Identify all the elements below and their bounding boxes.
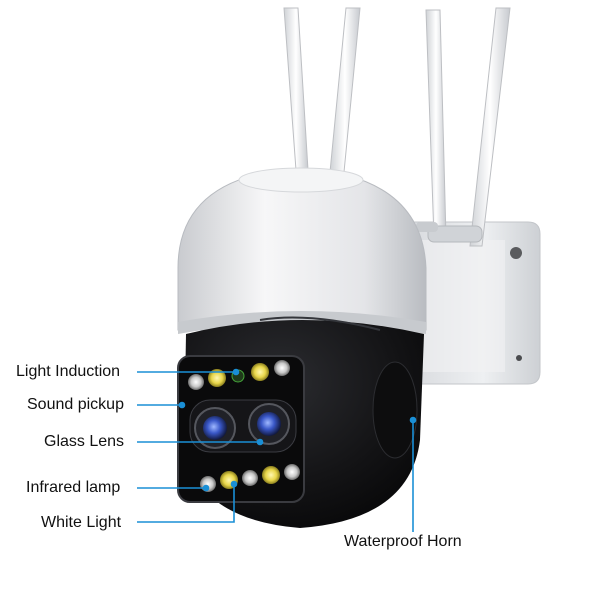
led-yellow — [251, 363, 269, 381]
lens-glass — [203, 416, 227, 440]
led-white — [274, 360, 290, 376]
led-white — [242, 470, 258, 486]
camera-dome — [177, 167, 427, 334]
callout-waterproof-horn: Waterproof Horn — [344, 533, 462, 550]
led-yellow — [262, 466, 280, 484]
wall-bracket — [397, 221, 541, 385]
led-white — [284, 464, 300, 480]
callout-sound-pickup: Sound pickup — [27, 396, 124, 413]
lens-glass — [257, 412, 281, 436]
led-white — [188, 374, 204, 390]
callout-glass-lens: Glass Lens — [44, 433, 125, 450]
callout-white-light: White Light — [41, 514, 122, 531]
callout-infrared-lamp: Infrared lamp — [26, 479, 121, 496]
front-panel — [177, 355, 305, 503]
callout-light-induction: Light Induction — [16, 363, 121, 380]
callout-lines — [137, 368, 417, 532]
bracket-screw-hole — [510, 247, 522, 259]
led-yellow — [208, 369, 226, 387]
